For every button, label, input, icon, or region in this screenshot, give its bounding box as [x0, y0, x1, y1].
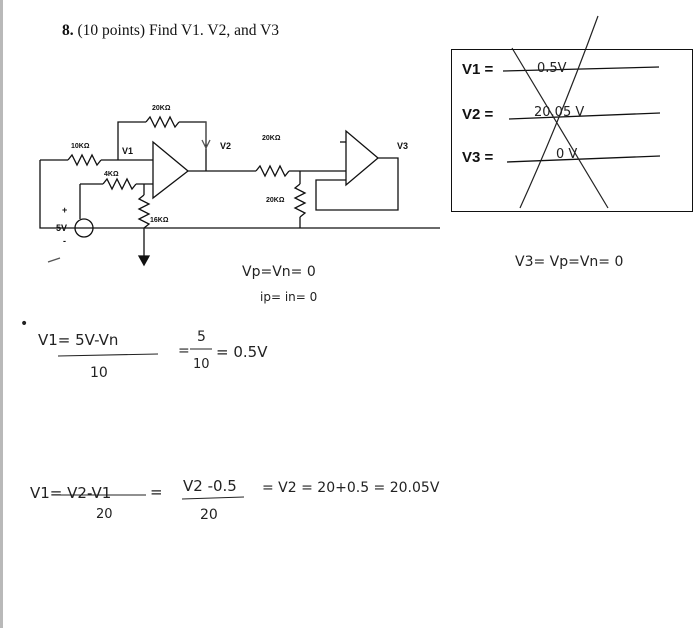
- source-label: 5V: [56, 223, 67, 233]
- work-eq1-mid-den: 10: [193, 357, 210, 372]
- answer-label-v1: V1 =: [462, 61, 494, 78]
- resistor-label-20k-feedback: 20KΩ: [152, 105, 171, 112]
- work-bullet: •: [20, 316, 28, 332]
- work-v3-rule: V3= Vp=Vn= 0: [515, 254, 623, 270]
- cross-out-mark: [511, 15, 609, 209]
- resistor-label-20k-shunt: 20KΩ: [266, 197, 285, 204]
- work-eq2-lhs-num: V1= V2-V1: [30, 484, 111, 502]
- work-eq1-lhs-num: V1= 5V-Vn: [38, 331, 118, 349]
- source-plus-sign: +: [62, 205, 67, 215]
- work-eq2-mid-bar: [181, 496, 245, 500]
- work-eq2-mid-num: V2 -0.5: [183, 477, 237, 495]
- answer-label-v2: V2 =: [462, 106, 494, 123]
- question-text: (10 points) Find V1. V2, and V3: [77, 22, 280, 39]
- answer-label-v3: V3 =: [462, 149, 494, 166]
- work-eq2-lhs-den: 20: [96, 507, 113, 522]
- work-current-rule: ip= in= 0: [260, 290, 317, 304]
- resistor-label-10k: 10KΩ: [71, 143, 90, 150]
- work-eq2-result: = V2 = 20+0.5 = 20.05V: [262, 480, 440, 496]
- handwritten-v3: 0 V: [556, 147, 577, 162]
- question-number: 8.: [62, 22, 74, 39]
- work-eq1-lhs-bar: [57, 353, 159, 357]
- work-eq2-mid-equals: =: [150, 483, 163, 501]
- circuit-wiring: [39, 115, 440, 267]
- work-eq1-mid-equals: =: [178, 343, 190, 359]
- work-node-rule: Vp=Vn= 0: [242, 264, 316, 280]
- node-label-v1: V1: [122, 146, 133, 156]
- resistor-label-4k: 4KΩ: [104, 171, 119, 178]
- answer-box: [451, 49, 693, 212]
- answer-lines: [502, 66, 661, 163]
- handwritten-v1: 0.5V: [537, 61, 567, 76]
- page-edge: [0, 0, 3, 628]
- source-minus-sign: -: [63, 236, 66, 246]
- work-eq2-mid-den: 20: [200, 507, 218, 523]
- work-eq1-lhs-den: 10: [90, 365, 108, 381]
- question-title: 8. (10 points) Find V1. V2, and V3: [62, 22, 279, 40]
- work-eq1-mid-num: 5: [197, 329, 206, 345]
- work-eq1-result: = 0.5V: [216, 343, 268, 361]
- handwritten-v2: 20.05 V: [534, 105, 584, 120]
- node-label-v2: V2: [220, 141, 231, 151]
- node-label-v3: V3: [397, 141, 408, 151]
- resistor-label-16k: 16KΩ: [150, 217, 169, 224]
- resistor-label-20k-series: 20KΩ: [262, 135, 281, 142]
